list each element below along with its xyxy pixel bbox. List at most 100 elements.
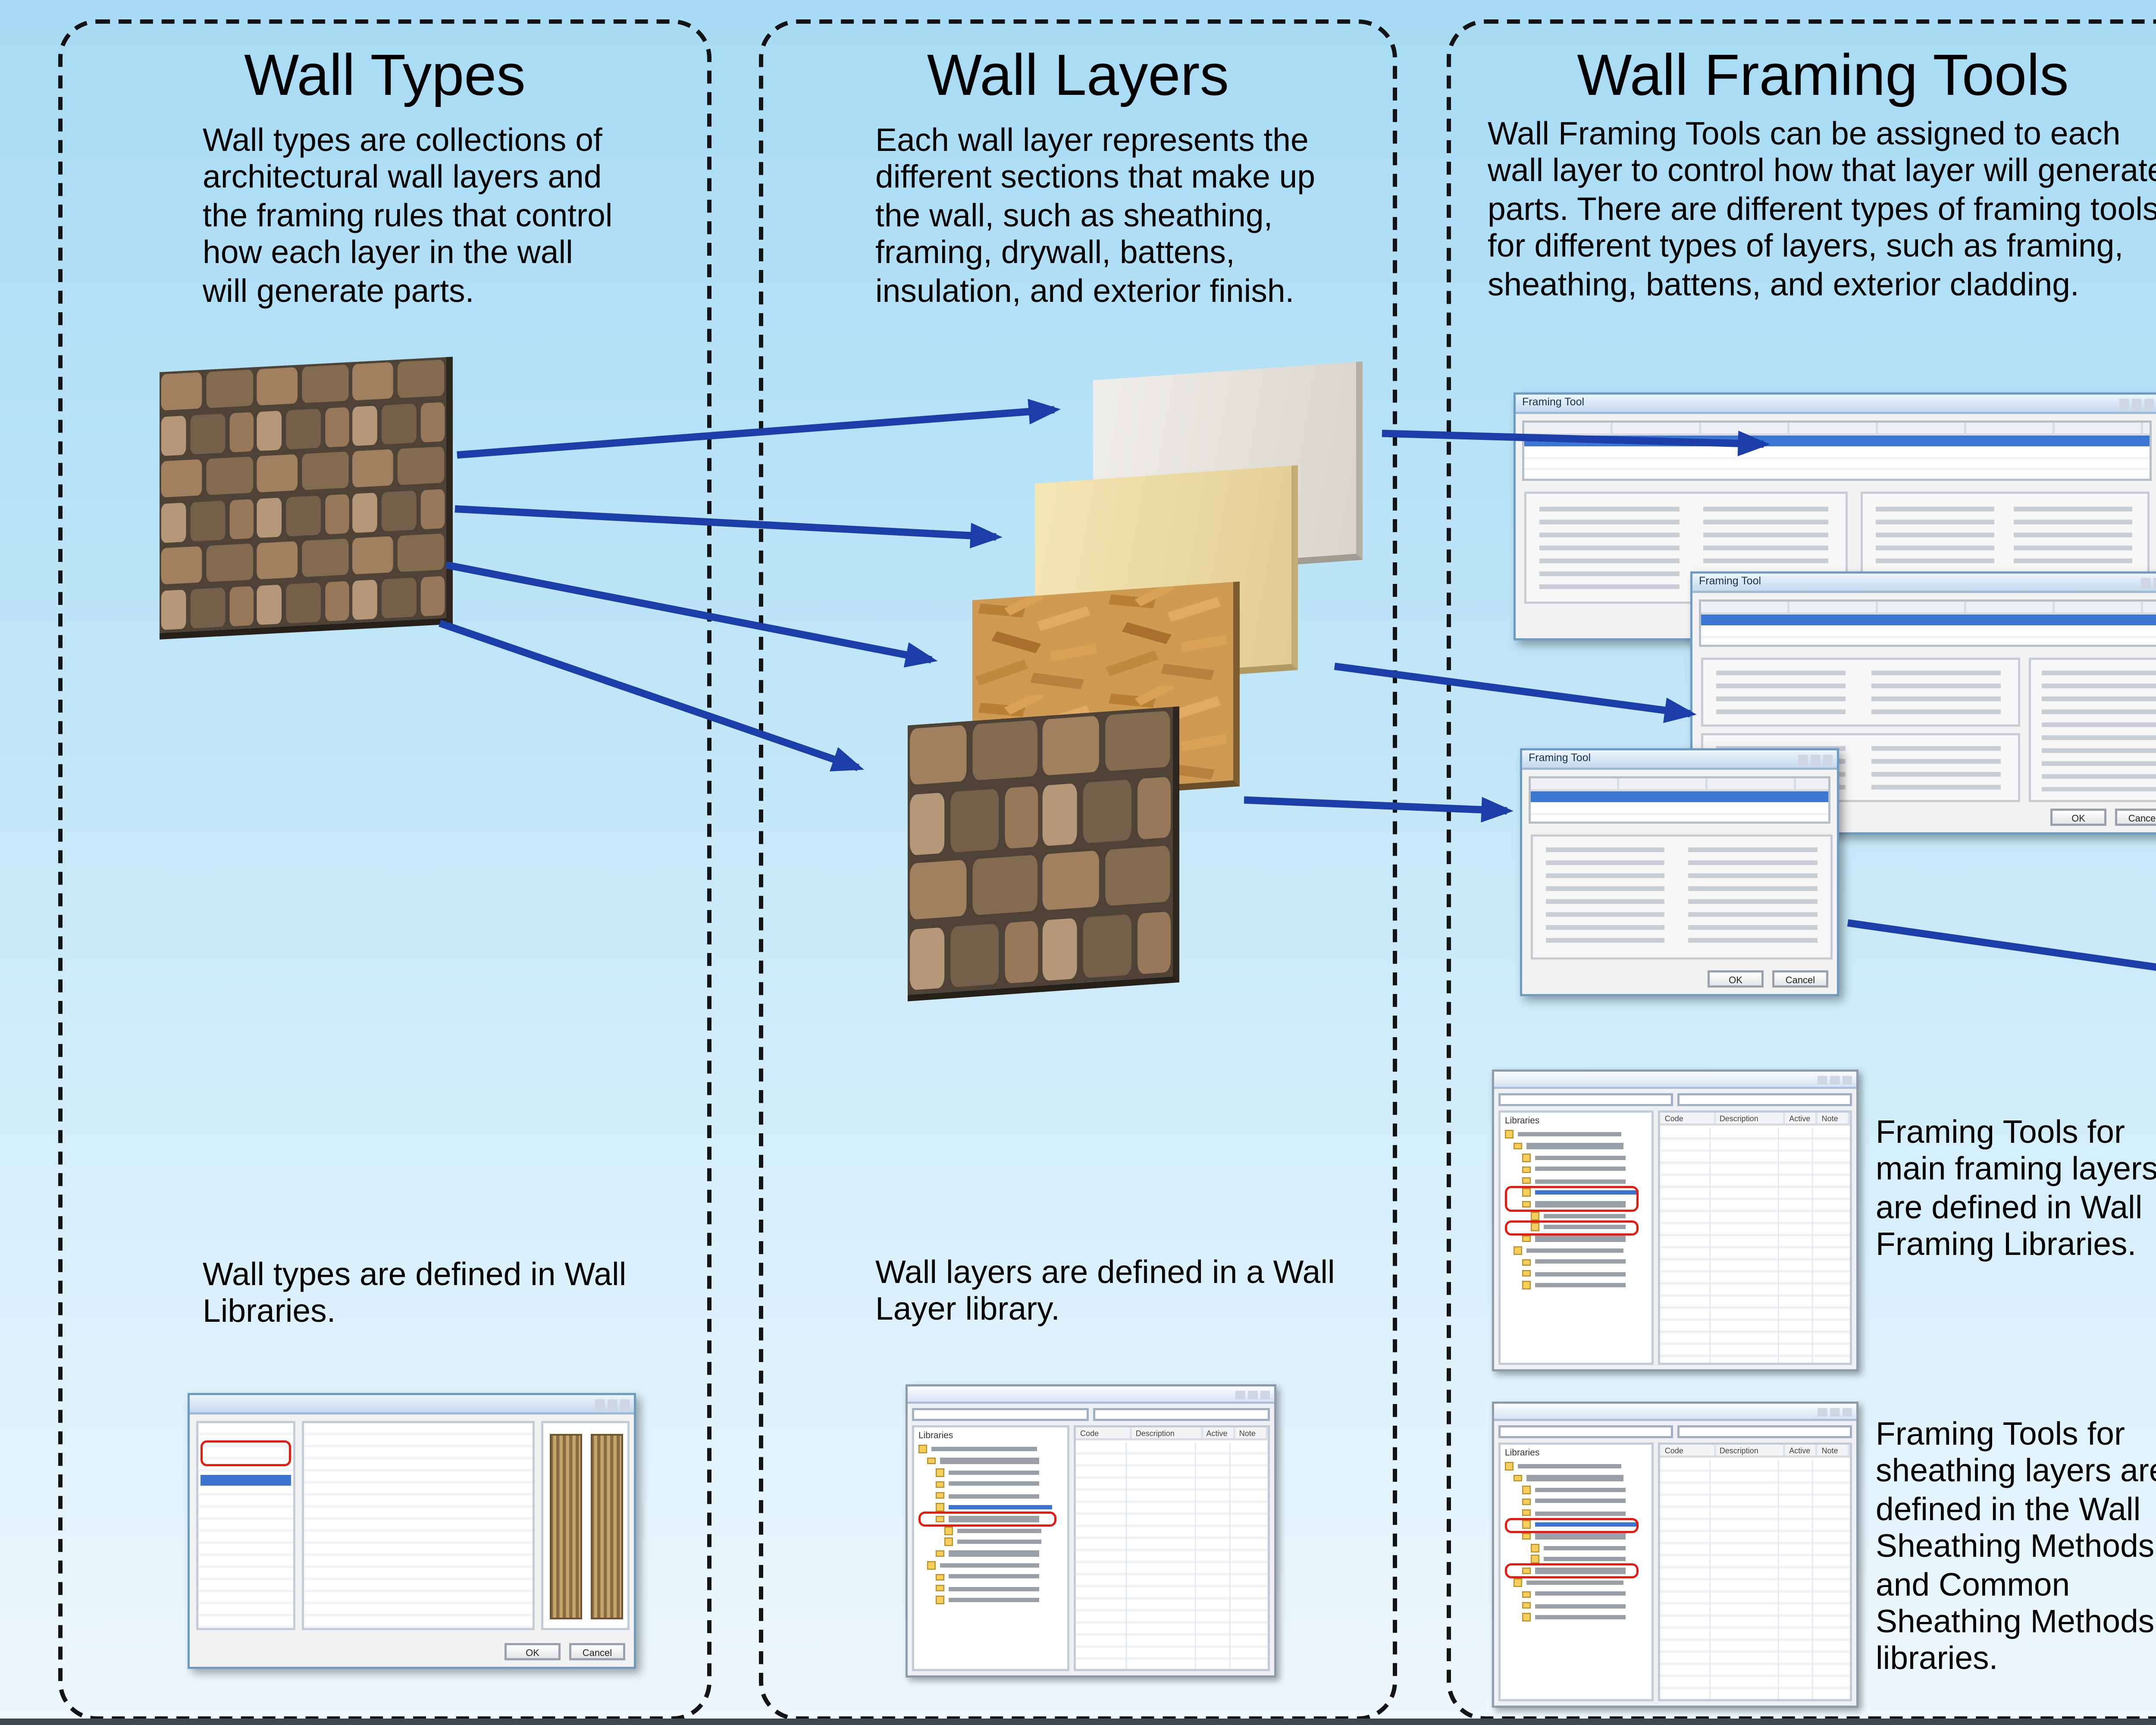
tree-item[interactable]	[1514, 1474, 1648, 1483]
column-header[interactable]: Note	[1818, 1113, 1850, 1123]
dialog-titlebar[interactable]	[190, 1395, 634, 1414]
tree-item[interactable]	[1522, 1532, 1648, 1541]
tree-item[interactable]	[1522, 1258, 1648, 1267]
tree-item[interactable]	[936, 1480, 1063, 1489]
window-controls[interactable]	[1818, 1407, 1852, 1417]
libraries-tree[interactable]: Libraries	[1498, 1443, 1654, 1701]
tree-item[interactable]	[936, 1491, 1063, 1500]
column-header[interactable]: Description	[1131, 1427, 1202, 1438]
cancel-button[interactable]: Cancel	[1772, 970, 1828, 988]
column-header[interactable]: Active	[1202, 1427, 1235, 1438]
library-window-titlebar[interactable]	[908, 1386, 1274, 1404]
tool-list-row[interactable]	[1701, 625, 2156, 637]
tree-item[interactable]	[936, 1549, 1063, 1559]
search-libraries-input[interactable]	[912, 1407, 1089, 1420]
tree-item[interactable]	[936, 1515, 1063, 1524]
tree-item-selected[interactable]	[1522, 1520, 1648, 1529]
tool-list[interactable]	[1522, 420, 2152, 481]
tree-item[interactable]	[1522, 1601, 1648, 1610]
column-header[interactable]: Code	[1661, 1445, 1715, 1455]
library-search-row	[908, 1404, 1274, 1423]
tree-item[interactable]	[1522, 1613, 1648, 1622]
tree-item[interactable]	[927, 1457, 1063, 1466]
tree-item[interactable]	[1522, 1486, 1648, 1495]
window-controls[interactable]	[1798, 755, 1833, 765]
column-header[interactable]: Description	[1715, 1445, 1785, 1455]
column-header[interactable]: Note	[1818, 1445, 1850, 1455]
tree-item-selected[interactable]	[936, 1503, 1063, 1512]
column-header[interactable]: Code	[1661, 1113, 1715, 1123]
tree-item-selected[interactable]	[1522, 1188, 1648, 1197]
column-header[interactable]: Code	[1076, 1427, 1131, 1438]
tool-list[interactable]	[1699, 599, 2156, 647]
tree-item[interactable]	[1522, 1154, 1648, 1163]
libraries-tree[interactable]: Libraries	[1498, 1110, 1654, 1365]
cancel-button[interactable]: Cancel	[569, 1643, 625, 1660]
tree-item[interactable]	[1522, 1165, 1648, 1174]
window-controls[interactable]	[2141, 578, 2156, 588]
tool-list-selected-row[interactable]	[1701, 613, 2156, 625]
dialog-titlebar[interactable]: Framing Tool	[1516, 395, 2156, 414]
window-controls[interactable]	[595, 1399, 630, 1409]
tree-item[interactable]	[1522, 1497, 1648, 1506]
tree-item[interactable]	[936, 1468, 1063, 1477]
tool-list[interactable]	[1529, 776, 1830, 824]
window-controls[interactable]	[2119, 399, 2154, 409]
tool-list-row[interactable]	[1524, 446, 2150, 458]
tree-item[interactable]	[936, 1573, 1063, 1582]
search-items-input[interactable]	[1677, 1424, 1852, 1437]
dialog-titlebar[interactable]: Framing Tool	[1522, 750, 1837, 770]
tree-item[interactable]	[1505, 1462, 1648, 1471]
tree-item[interactable]	[1514, 1142, 1648, 1151]
search-items-input[interactable]	[1677, 1092, 1852, 1105]
tree-item[interactable]	[1522, 1567, 1648, 1576]
search-items-input[interactable]	[1093, 1407, 1270, 1420]
column-header[interactable]: Note	[1235, 1427, 1268, 1438]
tree-item[interactable]	[1522, 1200, 1648, 1209]
tree-item[interactable]	[1531, 1543, 1648, 1552]
tree-item[interactable]	[1531, 1555, 1648, 1564]
window-controls[interactable]	[1818, 1075, 1852, 1085]
ok-button[interactable]: OK	[1708, 970, 1764, 988]
tree-item[interactable]	[1531, 1223, 1648, 1232]
tree-item[interactable]	[936, 1584, 1063, 1593]
tree-item[interactable]	[1522, 1590, 1648, 1599]
ok-button[interactable]: OK	[505, 1643, 561, 1660]
dialog-titlebar[interactable]: Framing Tool	[1692, 574, 2156, 593]
tool-list-selected-row[interactable]	[1531, 790, 1828, 802]
tree-item[interactable]	[1522, 1281, 1648, 1290]
tool-list-row[interactable]	[1524, 458, 2150, 470]
wall-type-list[interactable]	[196, 1421, 295, 1630]
tree-item[interactable]	[927, 1561, 1063, 1570]
wall-layer-table[interactable]	[302, 1421, 535, 1630]
tree-item[interactable]	[1522, 1235, 1648, 1244]
tree-item[interactable]	[1522, 1269, 1648, 1278]
search-libraries-input[interactable]	[1498, 1092, 1673, 1105]
tree-item[interactable]	[944, 1526, 1063, 1535]
cancel-button[interactable]: Cancel	[2115, 809, 2156, 826]
tree-item[interactable]	[1505, 1130, 1648, 1139]
tree-item[interactable]	[1522, 1176, 1648, 1186]
selected-row[interactable]	[201, 1475, 291, 1485]
window-controls[interactable]	[1235, 1389, 1270, 1399]
tree-item[interactable]	[1514, 1246, 1648, 1255]
tree-item[interactable]	[1522, 1509, 1648, 1518]
tree-item[interactable]	[1531, 1211, 1648, 1220]
libraries-tree[interactable]: Libraries	[912, 1425, 1070, 1671]
library-window-titlebar[interactable]	[1494, 1404, 1856, 1421]
tree-item[interactable]	[944, 1538, 1063, 1547]
tool-list-row[interactable]	[1531, 802, 1828, 814]
tool-list-selected-row[interactable]	[1524, 434, 2150, 446]
tree-item[interactable]	[936, 1596, 1063, 1605]
search-libraries-input[interactable]	[1498, 1424, 1673, 1437]
column-header[interactable]: Active	[1785, 1445, 1818, 1455]
column-header[interactable]: Active	[1785, 1113, 1818, 1123]
tree-item[interactable]	[1514, 1578, 1648, 1587]
ok-button[interactable]: OK	[2050, 809, 2106, 826]
tree-item[interactable]	[918, 1445, 1063, 1454]
column-header[interactable]: Description	[1715, 1113, 1785, 1123]
library-window-titlebar[interactable]	[1494, 1072, 1856, 1089]
